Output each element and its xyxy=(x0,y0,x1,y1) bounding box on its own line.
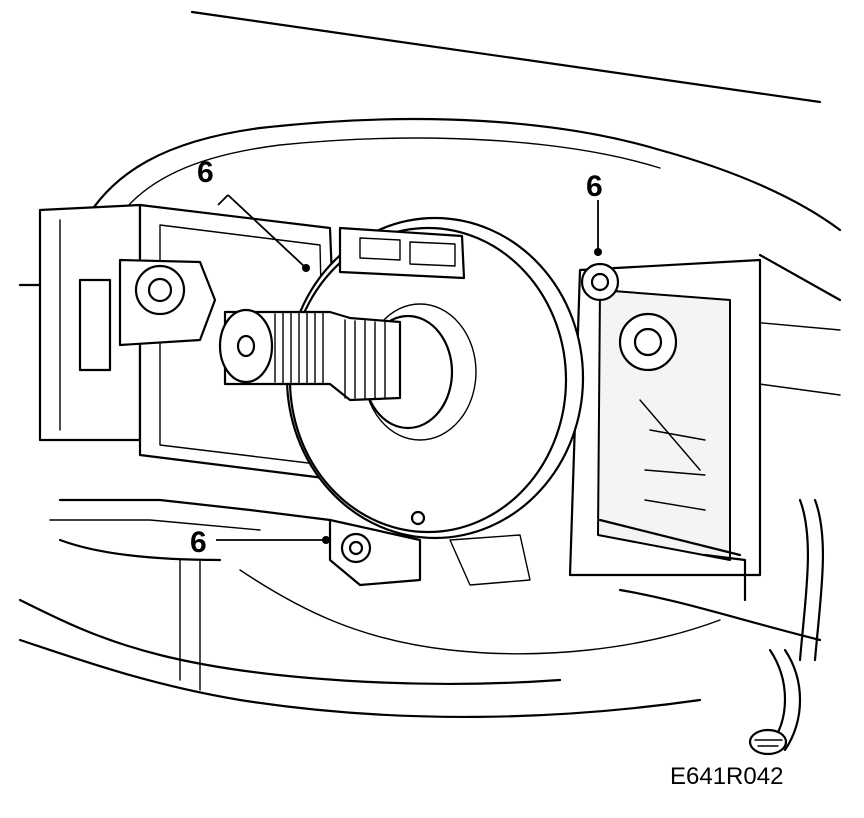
steering-shaft xyxy=(218,308,402,402)
callout-6-top-right: 6 xyxy=(586,170,603,203)
wiring-harness xyxy=(748,498,825,756)
right-bracket xyxy=(568,258,762,602)
lower-trim xyxy=(58,538,222,691)
callout-leaders xyxy=(216,194,602,544)
callout-6-top-left: 6 xyxy=(197,156,214,189)
clock-spring-assembly xyxy=(285,216,620,587)
figure-reference: E641R042 xyxy=(670,763,783,790)
callout-6-bottom: 6 xyxy=(190,526,207,559)
